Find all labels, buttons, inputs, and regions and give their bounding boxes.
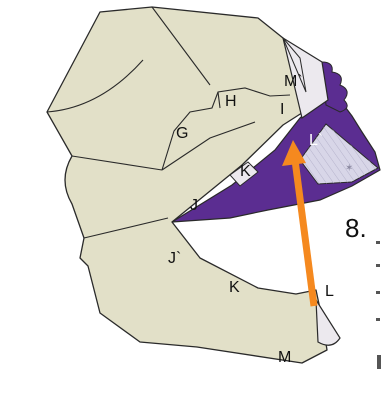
label-l: L xyxy=(325,283,334,300)
corner-flap-top-inner xyxy=(282,37,307,93)
label-j: J xyxy=(190,197,198,214)
flap-underside-hatching xyxy=(300,124,378,184)
label-i: I xyxy=(280,101,284,118)
label-h: H xyxy=(225,93,237,110)
star-mark: ✶ xyxy=(345,163,353,174)
corner-flap-bottom xyxy=(315,297,341,346)
crease-lines xyxy=(46,6,291,239)
paper-body xyxy=(46,6,331,364)
step-number: 8. xyxy=(345,213,367,243)
partial-bullet-marks xyxy=(376,241,381,369)
corner-flap-left xyxy=(229,161,259,187)
label-k-upper: K xyxy=(240,163,251,180)
fold-arrow-head xyxy=(282,140,306,166)
label-m-prime: M` xyxy=(284,73,303,90)
label-g: G xyxy=(176,125,188,142)
label-l-prime: L` xyxy=(309,132,323,149)
label-m: M xyxy=(278,349,291,366)
label-j-prime: J` xyxy=(168,250,181,267)
label-k-lower: K xyxy=(229,279,240,296)
fold-arrow-shaft xyxy=(291,159,318,307)
